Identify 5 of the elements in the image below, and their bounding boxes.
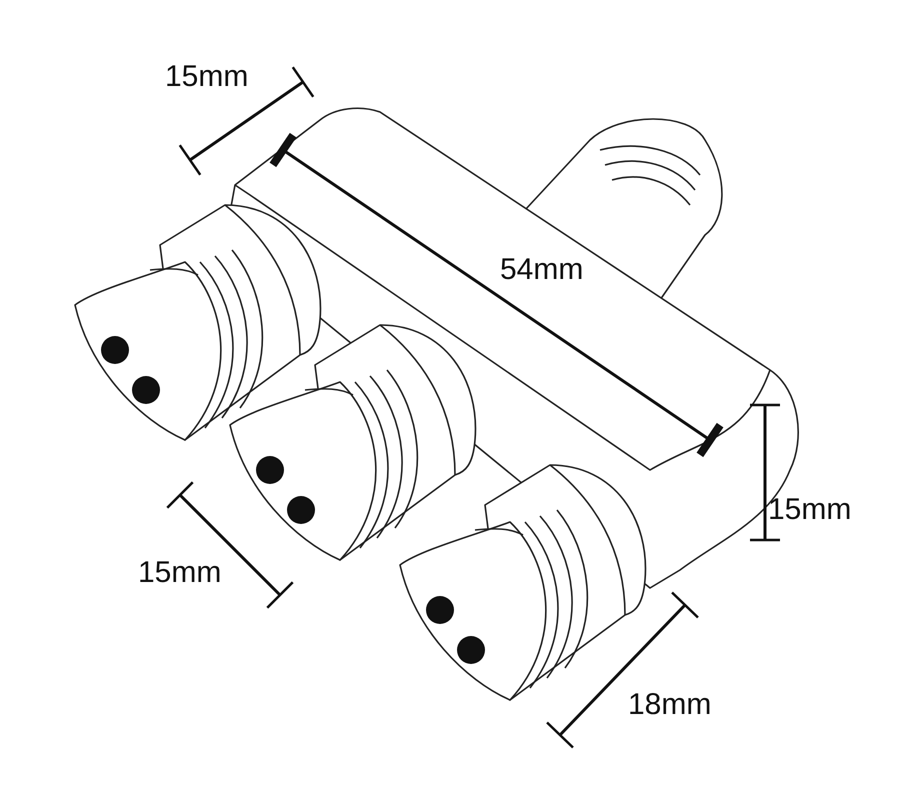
dimension-label: 15mm bbox=[165, 62, 248, 92]
dimension-label: 18mm bbox=[628, 690, 712, 720]
dimension-label: 15mm bbox=[768, 495, 852, 525]
dimension-label: 15mm bbox=[138, 558, 222, 588]
dimension-label: 54mm bbox=[500, 255, 584, 285]
